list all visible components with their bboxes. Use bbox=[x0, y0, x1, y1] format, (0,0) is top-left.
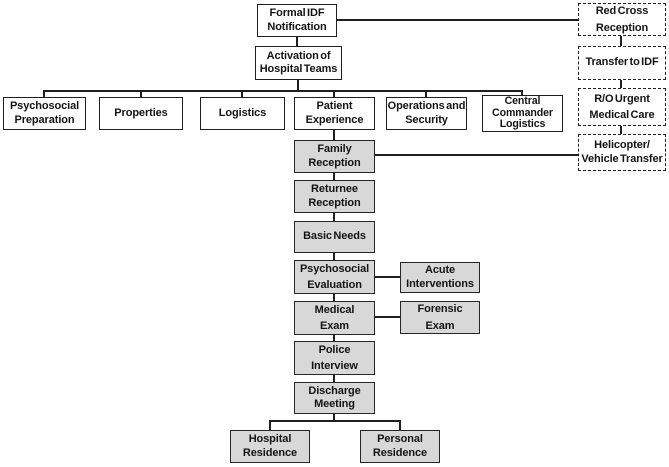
connector-line bbox=[620, 36, 622, 46]
node-psychosocial-preparation: Psychosocial Preparation bbox=[3, 97, 86, 130]
node-psychosocial-evaluation: Psychosocial Evaluation bbox=[294, 260, 375, 294]
connector-line bbox=[337, 19, 578, 21]
node-formal-idf-notification: Formal IDF Notification bbox=[257, 4, 337, 37]
connector-line bbox=[375, 154, 578, 156]
connector-line bbox=[296, 37, 298, 46]
node-acute-interventions: Acute Interventions bbox=[400, 262, 480, 293]
node-basic-needs: Basic Needs bbox=[294, 221, 375, 253]
node-ro-urgent-medical-care: R/O Urgent Medical Care bbox=[578, 88, 666, 126]
connector-line bbox=[43, 90, 523, 92]
connector-line bbox=[399, 420, 401, 430]
connector-line bbox=[269, 420, 271, 430]
node-properties: Properties bbox=[99, 97, 183, 130]
connector-line bbox=[333, 375, 335, 382]
connector-line bbox=[425, 90, 427, 97]
connector-line bbox=[241, 90, 243, 97]
connector-line bbox=[269, 420, 401, 422]
connector-line bbox=[333, 414, 335, 421]
node-forensic-exam: Forensic Exam bbox=[400, 301, 480, 334]
node-hospital-residence: Hospital Residence bbox=[230, 430, 310, 463]
node-transfer-to-idf: Transfer to IDF bbox=[578, 46, 666, 80]
node-returnee-reception: Returnee Reception bbox=[294, 180, 375, 213]
connector-line bbox=[521, 90, 523, 95]
node-logistics: Logistics bbox=[200, 97, 285, 130]
connector-line bbox=[333, 253, 335, 260]
connector-line bbox=[333, 173, 335, 180]
connector-line bbox=[297, 80, 299, 91]
connector-line bbox=[620, 80, 622, 88]
node-police-interview: Police Interview bbox=[294, 341, 375, 375]
node-activation-of-hospital-teams: Activation of Hospital Teams bbox=[255, 46, 342, 80]
node-medical-exam: Medical Exam bbox=[294, 301, 375, 335]
connector-line bbox=[375, 276, 400, 278]
node-red-cross-reception: Red Cross Reception bbox=[578, 3, 666, 36]
node-helicopter-vehicle-transfer: Helicopter/ Vehicle Transfer bbox=[578, 134, 666, 171]
connector-line bbox=[333, 213, 335, 221]
connector-line bbox=[375, 316, 400, 318]
connector-line bbox=[43, 90, 45, 97]
connector-line bbox=[333, 130, 335, 140]
node-discharge-meeting: Discharge Meeting bbox=[294, 382, 375, 414]
node-operations-and-security: Operations and Security bbox=[386, 97, 467, 130]
node-central-commander-logistics: Central Commander Logistics bbox=[482, 95, 563, 132]
connector-line bbox=[333, 335, 335, 341]
node-patient-experience: Patient Experience bbox=[294, 97, 375, 130]
node-family-reception: Family Reception bbox=[294, 140, 375, 173]
connector-line bbox=[620, 126, 622, 134]
connector-line bbox=[333, 294, 335, 301]
connector-line bbox=[140, 90, 142, 97]
node-personal-residence: Personal Residence bbox=[360, 430, 440, 463]
connector-line bbox=[333, 90, 335, 97]
